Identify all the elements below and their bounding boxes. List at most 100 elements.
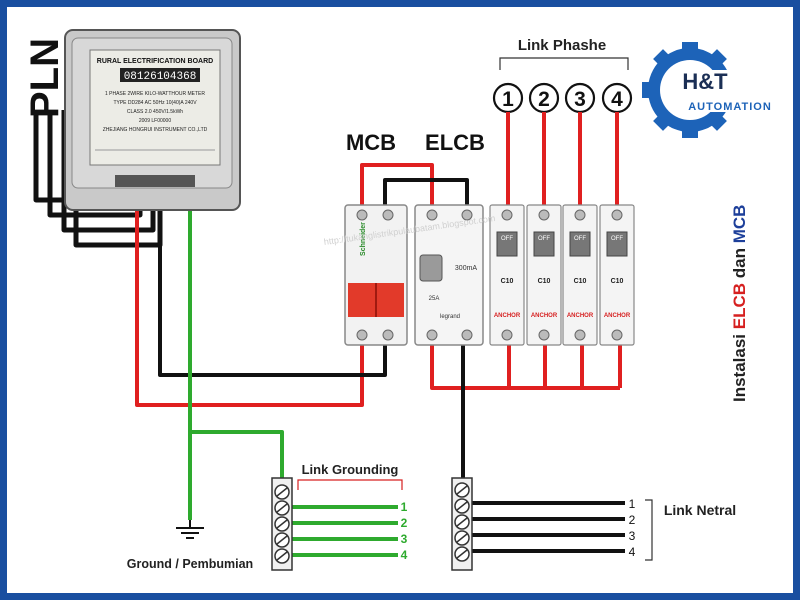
breaker-screw-bottom (611, 329, 623, 341)
netral-screw-2 (454, 498, 470, 514)
ground-screw-5 (274, 548, 290, 564)
breaker-rating: C10 (574, 278, 587, 285)
vertical-title-elcb: ELCB (730, 283, 749, 329)
gear-tooth-left (642, 82, 654, 98)
grounding-bar-screws (274, 484, 290, 564)
vertical-title-mid: dan (730, 243, 749, 283)
elcb-screw-bot-1 (426, 329, 438, 341)
breaker-brand: ANCHOR (531, 313, 558, 319)
elcb-screw-top-2 (461, 209, 473, 221)
breaker-brand: ANCHOR (567, 313, 594, 319)
phase-link-number: 2 (538, 88, 550, 111)
phase-link-3: 3 (564, 82, 596, 120)
breaker-brand: ANCHOR (604, 313, 631, 319)
elcb-screw-top-1 (426, 209, 438, 221)
link-phase-bracket (499, 57, 629, 70)
breaker-screw-bottom (538, 329, 550, 341)
mcb-elcb-neutral (383, 178, 469, 205)
ground-number-1: 1 (401, 500, 408, 514)
link-phase-label: Link Phashe (518, 37, 606, 54)
breaker-brand: ANCHOR (494, 313, 521, 319)
meter-face (89, 49, 221, 166)
netral-screw-slot (456, 517, 468, 527)
mcb-screw-bot-2 (382, 329, 394, 341)
phase-link-2: 2 (528, 82, 560, 120)
ground-screw-slot (276, 535, 288, 545)
netral-number-1: 1 (629, 497, 636, 511)
elcb-label: ELCB (425, 130, 485, 155)
elcb-phase-bus (430, 345, 620, 390)
breaker-off-label: OFF (611, 236, 623, 242)
breaker-feed-wires (507, 345, 622, 388)
breaker-screw-bottom (501, 329, 513, 341)
netral-screw-slot (456, 533, 468, 543)
breaker-body (599, 204, 635, 346)
wires (33, 110, 625, 557)
netral-screw-slot (456, 501, 468, 511)
phase-link-number: 1 (502, 88, 514, 111)
meter-spec-1: 1 PHASE 2WIRE KILO-WATTHOUR METER (105, 91, 205, 97)
netral-number-2: 2 (629, 513, 636, 527)
elcb-current: 25A (429, 296, 440, 302)
phase-link-numbers: 1 2 3 4 (492, 82, 633, 120)
phase-link-4: 4 (601, 82, 633, 120)
mcb-label: MCB (346, 130, 396, 155)
meter-spec-2: TYPE DD284 AC 50Hz 10(40)A 240V (113, 100, 197, 106)
meter-spec-4: 2009 LF00000 (139, 118, 171, 124)
ground-screw-3 (274, 516, 290, 532)
netral-screw-3 (454, 514, 470, 530)
breaker-body (489, 204, 525, 346)
phase-link-1: 1 (492, 82, 524, 120)
breaker-rating: C10 (538, 278, 551, 285)
elcb-body (414, 204, 484, 346)
ground-screw-slot (276, 551, 288, 561)
mcb-screw-top-1 (356, 209, 368, 221)
grounding-output-wires (292, 505, 398, 557)
netral-output-wires (472, 501, 625, 553)
breaker-rating: C10 (611, 278, 624, 285)
meter-terminal-block (115, 175, 195, 187)
breaker-rating: C10 (501, 278, 514, 285)
mcb-screw-bot-1 (356, 329, 368, 341)
link-netral-bracket (645, 499, 653, 561)
netral-bar (451, 477, 473, 571)
breaker-screw-top (574, 209, 586, 221)
netral-screw-slot (456, 549, 468, 559)
netral-screw-5 (454, 546, 470, 562)
kwh-meter: RURAL ELECTRIFICATION BOARD 08126104368 … (64, 29, 241, 211)
breaker-body (526, 204, 562, 346)
phase-link-number: 3 (574, 88, 586, 111)
elcb-toggle (419, 254, 443, 282)
logo-text-bg (690, 70, 790, 112)
vertical-title-prefix: Instalasi (730, 329, 749, 402)
branch-breakers: OFFC10ANCHOROFFC10ANCHOROFFC10ANCHOROFFC… (489, 204, 635, 346)
meter-counter: 08126104368 (124, 71, 197, 83)
elcb-brand: legrand (440, 314, 460, 320)
meter-neutral-wire (158, 180, 387, 377)
breaker-screw-top (538, 209, 550, 221)
elcb-rating: 300mA (455, 265, 478, 272)
pln-label: PLN (23, 38, 67, 118)
netral-number-3: 3 (629, 529, 636, 543)
logo-subtitle: AUTOMATION (688, 101, 772, 113)
elcb-device: 300mA 25A legrand (414, 204, 484, 346)
breaker-screw-top (611, 209, 623, 221)
mcb-elcb-phase (360, 163, 434, 205)
netral-screw-slot (456, 485, 468, 495)
gear-tooth-top (682, 42, 698, 54)
mcb-device: Schneider (344, 204, 408, 346)
breaker-off-label: OFF (501, 236, 513, 242)
breaker-screw-top (501, 209, 513, 221)
phase-link-number: 4 (611, 88, 623, 111)
breaker-screw-bottom (574, 329, 586, 341)
link-grounding-bracket (297, 479, 403, 490)
link-grounding-label: Link Grounding (302, 462, 399, 477)
ground-number-3: 3 (401, 532, 408, 546)
